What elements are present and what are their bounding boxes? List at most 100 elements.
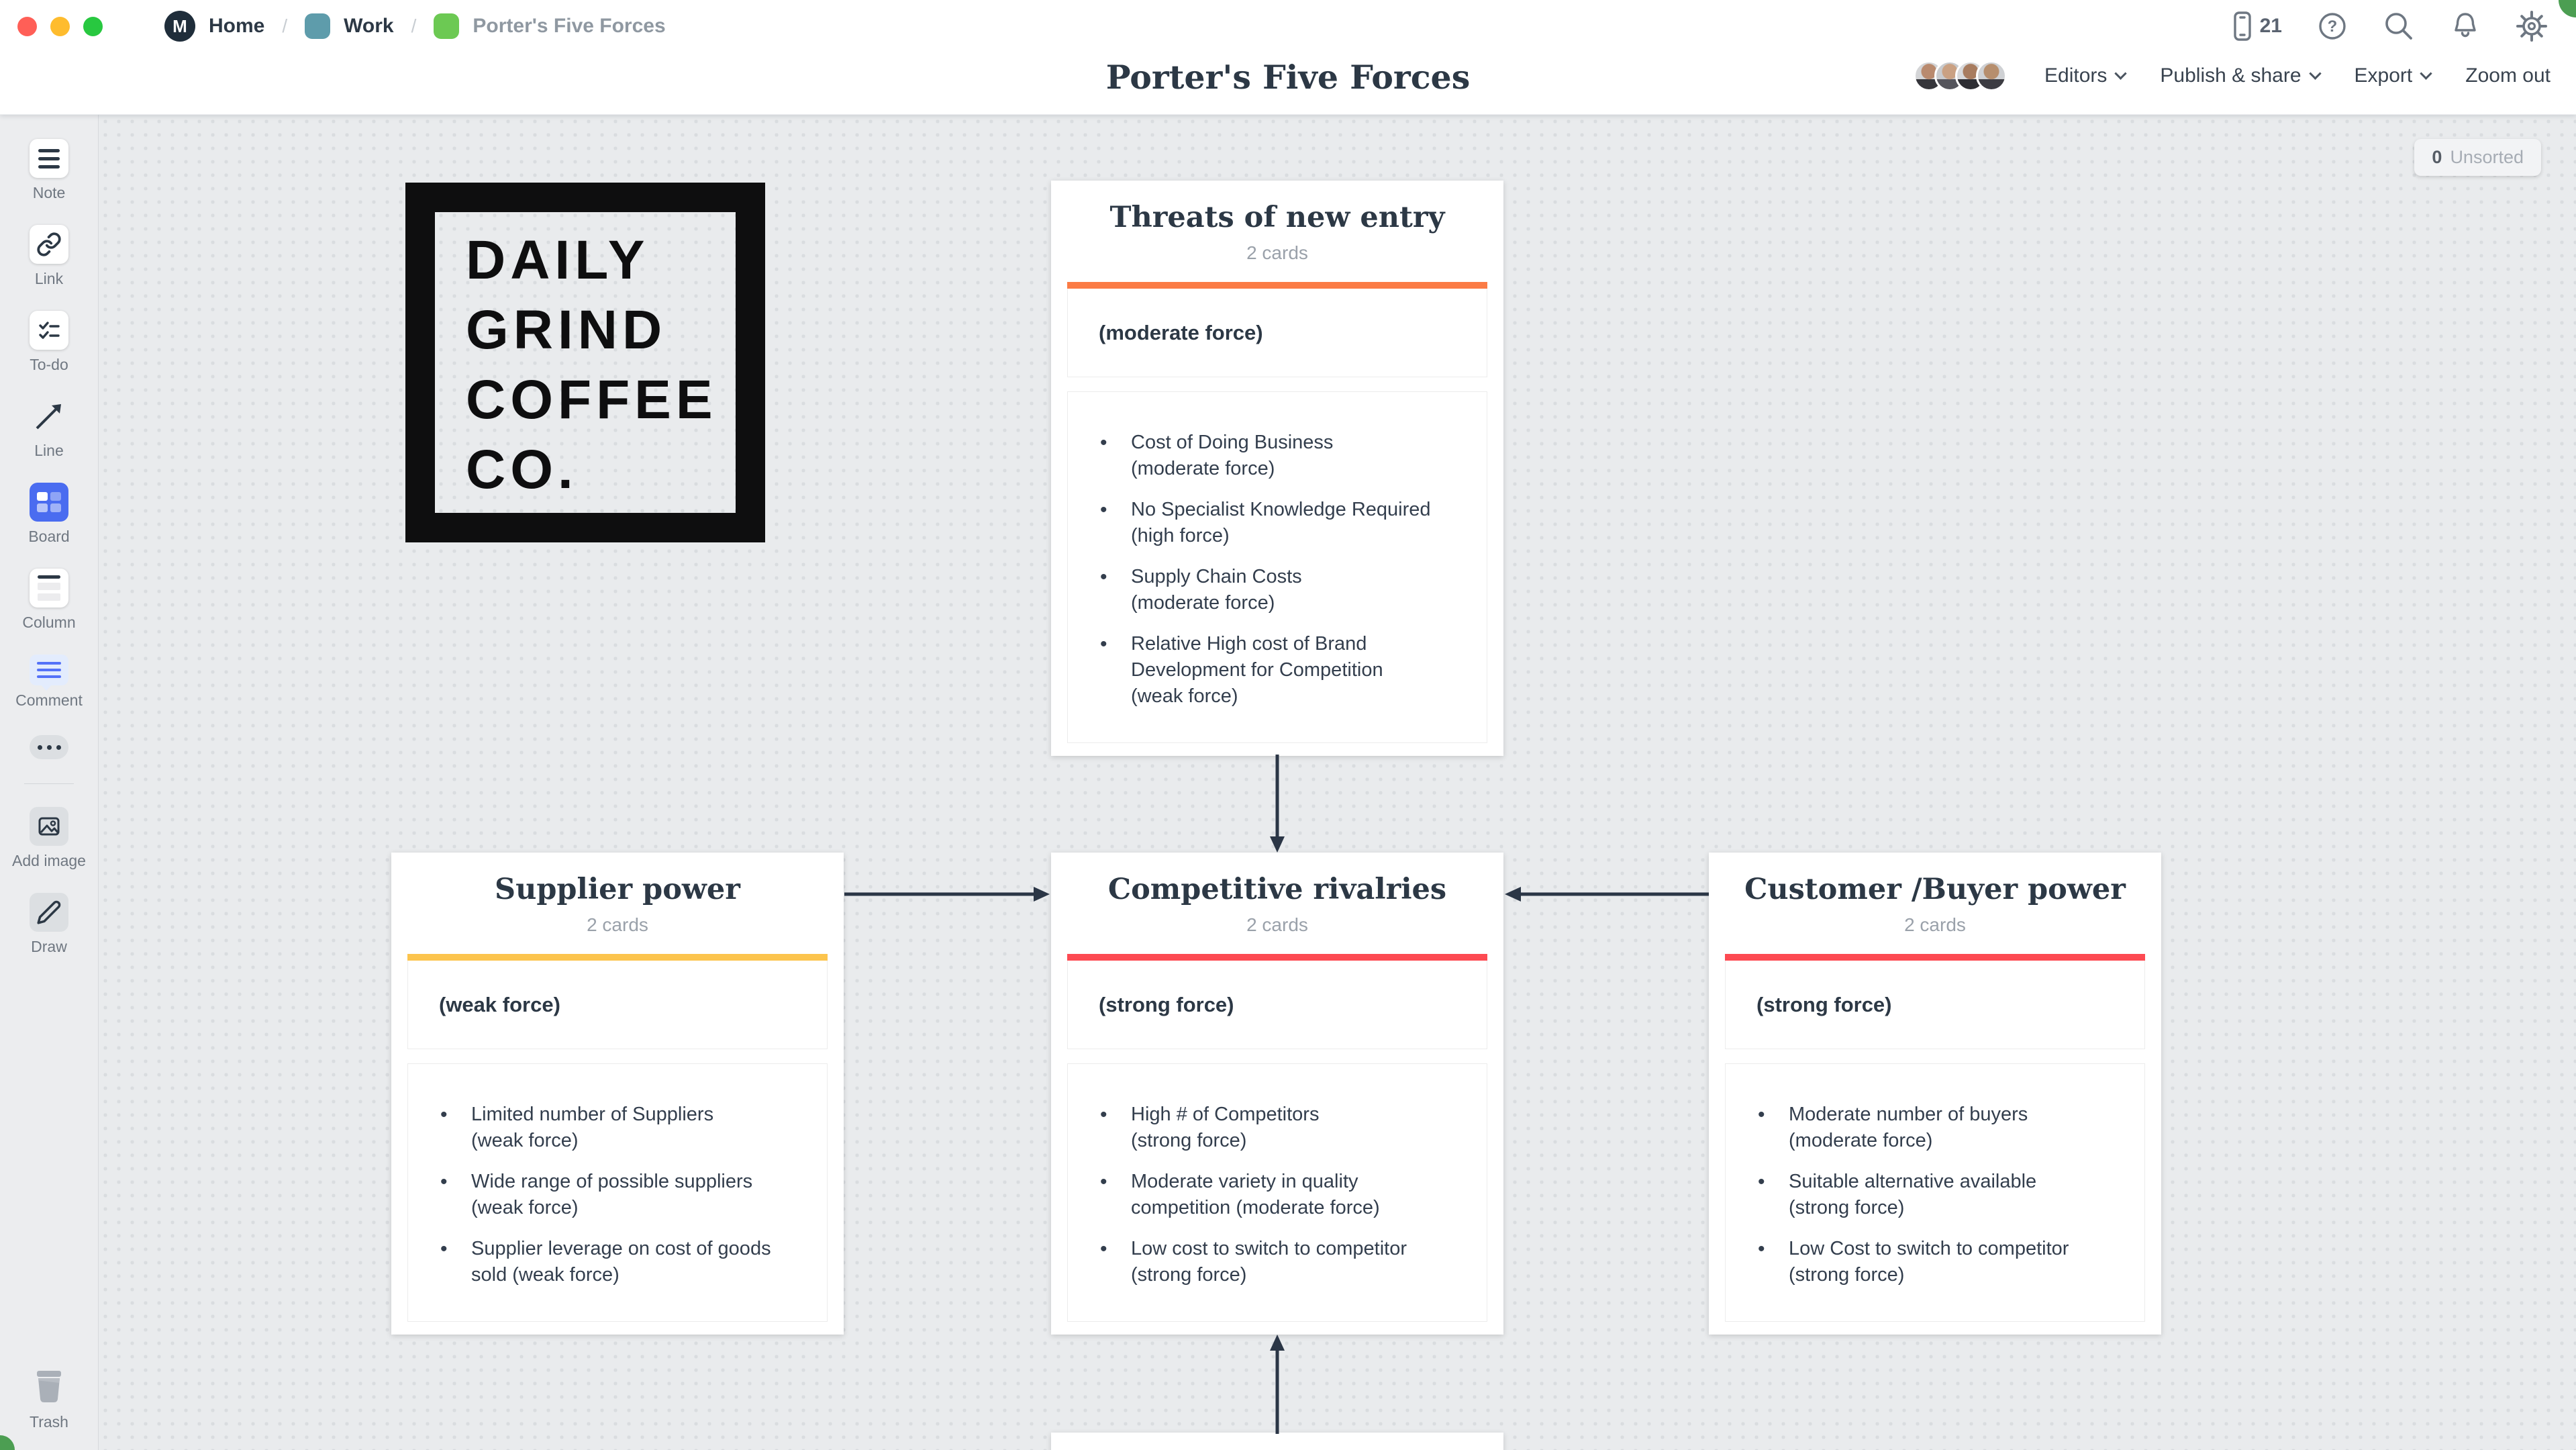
chevron-down-icon [2114, 67, 2128, 81]
board-card-supplier[interactable]: Supplier power 2 cards (weak force) Limi… [391, 853, 844, 1335]
breadcrumb: M Home / Work / Porter's Five Forces [164, 11, 666, 42]
board-card-customer[interactable]: Customer /Buyer power 2 cards (strong fo… [1709, 853, 2161, 1335]
tool-comment[interactable]: Comment [15, 655, 83, 710]
tool-label: Column [22, 614, 76, 631]
editor-avatars[interactable] [1914, 60, 2008, 91]
add-image-icon [30, 807, 68, 846]
breadcrumb-home[interactable]: Home [209, 15, 265, 37]
tool-label: Add image [12, 852, 86, 869]
trash-icon [37, 1371, 61, 1402]
board-header: Porter's Five Forces Editors Publish & s… [0, 52, 2576, 115]
logo-line: GRIND [466, 299, 667, 360]
settings-button[interactable] [2516, 10, 2548, 42]
bullet-item: Supplier leverage on cost of goods sold … [439, 1236, 803, 1288]
more-tools-button[interactable] [30, 735, 68, 759]
board-card-title: Competitive rivalries [1107, 873, 1447, 906]
tool-todo[interactable]: To-do [30, 311, 68, 374]
line-icon [30, 397, 68, 436]
arrow-customer-to-competitive[interactable] [1503, 881, 1709, 908]
bullet-item: Relative High cost of Brand Development … [1099, 631, 1463, 710]
note-card-force[interactable]: (strong force) [1067, 954, 1487, 1049]
tool-note[interactable]: Note [30, 139, 68, 202]
chevron-down-icon [2308, 67, 2322, 81]
note-card-list[interactable]: Cost of Doing Business (moderate force)N… [1067, 391, 1487, 743]
maximize-window-button[interactable] [83, 16, 103, 36]
board-card-count: 2 cards [587, 914, 648, 935]
help-icon: ? [2319, 13, 2346, 40]
tool-sidebar: Note Link To-do [0, 115, 99, 1450]
arrow-threats-to-competitive[interactable] [1264, 755, 1291, 854]
card-count-label: 21 [2259, 15, 2282, 37]
publish-share-button[interactable]: Publish & share [2160, 64, 2322, 87]
tool-add-image[interactable]: Add image [12, 807, 86, 870]
note-card-list[interactable]: Limited number of Suppliers (weak force)… [407, 1063, 828, 1322]
bullet-item: High # of Competitors (strong force) [1099, 1102, 1463, 1154]
notifications-button[interactable] [2450, 10, 2481, 42]
board-card-threats[interactable]: Threats of new entry 2 cards (moderate f… [1051, 181, 1503, 756]
tool-board[interactable]: Board [28, 483, 70, 546]
unsorted-badge[interactable]: 0 Unsorted [2414, 139, 2541, 176]
help-button[interactable]: ? [2317, 11, 2348, 42]
bullet-item: Suitable alternative available (strong f… [1756, 1169, 2120, 1221]
tool-draw[interactable]: Draw [30, 893, 68, 956]
todo-icon [30, 311, 68, 350]
milanote-logo-icon[interactable]: M [164, 11, 195, 42]
force-label: (weak force) [439, 992, 560, 1016]
bell-icon [2455, 13, 2476, 38]
bullet-list: High # of Competitors (strong force) Mode… [1068, 1064, 1487, 1288]
minimize-window-button[interactable] [50, 16, 70, 36]
close-window-button[interactable] [17, 16, 37, 36]
work-board-chip-icon[interactable] [305, 13, 331, 39]
bullet-item: Moderate number of buyers (moderate forc… [1756, 1102, 2120, 1154]
tool-label: Trash [30, 1413, 68, 1431]
note-card-force[interactable]: (weak force) [407, 954, 828, 1049]
note-card-force[interactable]: (strong force) [1725, 954, 2145, 1049]
tool-link[interactable]: Link [30, 225, 68, 288]
breadcrumb-separator: / [411, 15, 417, 36]
board-card-competitive[interactable]: Competitive rivalries 2 cards (strong fo… [1051, 853, 1503, 1335]
editors-menu-button[interactable]: Editors [2044, 64, 2128, 87]
topbar-actions: 21 ? [2232, 10, 2548, 42]
logo-line: DAILY [466, 230, 650, 291]
bullet-list: Limited number of Suppliers (weak force)… [408, 1064, 827, 1288]
arrow-supplier-to-competitive[interactable] [844, 881, 1051, 908]
board-card-title: Supplier power [495, 873, 740, 906]
board-header-actions: Editors Publish & share Export Zoom out [1914, 60, 2550, 91]
note-card-force[interactable]: (moderate force) [1067, 282, 1487, 377]
bullet-item: Moderate variety in quality competition … [1099, 1169, 1463, 1221]
gear-icon [2516, 11, 2547, 42]
accent-bar [1725, 954, 2145, 961]
zoom-out-button[interactable]: Zoom out [2465, 64, 2550, 87]
bullet-item: Supply Chain Costs (moderate force) [1099, 564, 1463, 616]
note-icon [30, 139, 68, 178]
svg-text:?: ? [2328, 17, 2338, 36]
breadcrumb-work[interactable]: Work [344, 15, 394, 37]
note-card-list[interactable]: High # of Competitors (strong force) Mode… [1067, 1063, 1487, 1322]
current-board-chip-icon[interactable] [434, 13, 460, 39]
tool-column[interactable]: Column [22, 569, 76, 632]
editors-label: Editors [2044, 64, 2108, 87]
tool-line[interactable]: Line [30, 397, 68, 460]
board-card-bottom-partial[interactable] [1051, 1433, 1503, 1450]
board-card-count: 2 cards [1246, 914, 1308, 935]
card-count-button[interactable]: 21 [2232, 10, 2282, 42]
bullet-item: Limited number of Suppliers (weak force) [439, 1102, 803, 1154]
chevron-down-icon [2420, 67, 2432, 81]
tool-label: Draw [31, 938, 67, 955]
note-card-list[interactable]: Moderate number of buyers (moderate forc… [1725, 1063, 2145, 1322]
bullet-list: Cost of Doing Business (moderate force)N… [1068, 392, 1487, 710]
window-controls [17, 16, 103, 36]
tool-label: To-do [30, 356, 68, 373]
board-card-title: Threats of new entry [1109, 201, 1445, 234]
search-button[interactable] [2383, 10, 2415, 42]
zoom-out-label: Zoom out [2465, 64, 2550, 87]
tool-label: Comment [15, 691, 83, 709]
arrow-bottom-to-competitive[interactable] [1264, 1333, 1291, 1434]
avatar[interactable] [1976, 60, 2008, 91]
export-button[interactable]: Export [2355, 64, 2432, 87]
trash-dropzone[interactable]: Trash [28, 1367, 70, 1431]
logo-line: CO. [466, 439, 578, 500]
